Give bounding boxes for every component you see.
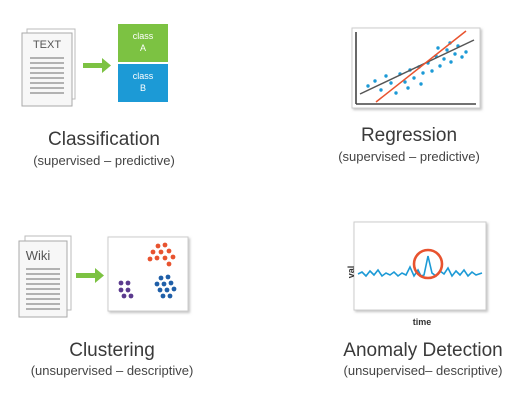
classification-subtitle: (supervised – predictive) [33, 153, 175, 168]
document-label: Wiki [26, 248, 51, 263]
clustering-illustration: Wiki [18, 235, 189, 318]
anomaly-x-label: time [413, 317, 432, 327]
document-label: TEXT [33, 39, 61, 51]
cluster-purple [118, 280, 134, 299]
classification-illustration: TEXT class A class B [21, 24, 168, 107]
regression-subtitle: (supervised – predictive) [338, 149, 480, 164]
anomaly-frame [353, 221, 487, 311]
class-b-label-line2: B [140, 83, 146, 93]
arrow-right-icon [83, 58, 111, 73]
arrow-right-icon [76, 268, 104, 283]
cluster-red [147, 242, 176, 267]
classification-title: Classification [48, 129, 160, 150]
regression-illustration [351, 27, 481, 109]
class-b-label-line1: class [133, 71, 154, 81]
regression-title: Regression [360, 125, 458, 146]
class-a-label-line2: A [140, 43, 146, 53]
anomaly-y-label: val [346, 266, 356, 279]
clustering-title: Clustering [69, 340, 155, 361]
document-text-lines [30, 57, 64, 94]
clustering-subtitle: (unsupervised – descriptive) [30, 363, 194, 378]
regression-axes [355, 32, 476, 105]
anomaly-highlight-circle [412, 248, 444, 280]
class-a-box [118, 24, 168, 62]
anomaly-illustration: val time [346, 221, 487, 327]
class-b-box [118, 64, 168, 102]
document-icon [21, 32, 73, 107]
cluster-plot-panel [107, 236, 189, 312]
class-a-label-line1: class [133, 31, 154, 41]
anomaly-title: Anomaly Detection [343, 340, 503, 361]
anomaly-subtitle: (unsupervised– descriptive) [343, 363, 503, 378]
cluster-blue [154, 274, 177, 299]
document-text-lines [26, 268, 60, 310]
anomaly-series-line [357, 255, 483, 278]
regression-line-gray [359, 39, 475, 95]
regression-line-red [375, 30, 467, 103]
